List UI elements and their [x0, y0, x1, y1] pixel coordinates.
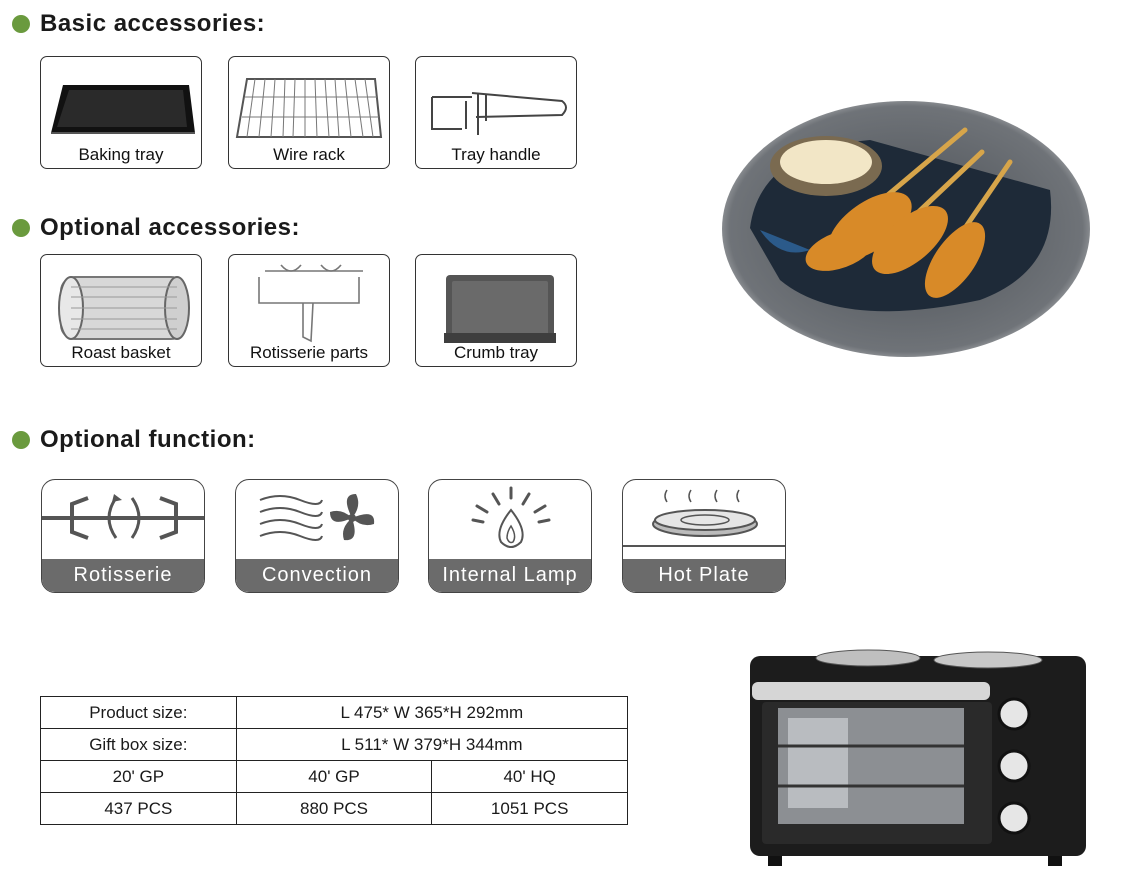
- function-card-rotisserie: Rotisserie: [41, 479, 205, 593]
- accessory-card-roast-basket: Roast basket: [40, 254, 202, 367]
- table-row: Product size: L 475* W 365*H 292mm: [40, 696, 629, 729]
- function-card-internal-lamp: Internal Lamp: [428, 479, 592, 593]
- lamp-flame-icon: [471, 486, 551, 548]
- accessory-label: Baking tray: [78, 145, 164, 164]
- optional-accessories-title: Optional accessories:: [40, 214, 300, 241]
- accessory-label: Tray handle: [451, 145, 541, 164]
- container-header: 40' GP: [235, 760, 433, 793]
- quantity-cell: 1051 PCS: [431, 792, 628, 825]
- accessory-card-tray-handle: Tray handle: [415, 56, 577, 169]
- product-size-label: Product size:: [40, 696, 237, 729]
- rotisserie-parts-icon: [258, 264, 363, 343]
- convection-fan-icon: [259, 494, 375, 541]
- table-row: 437 PCS 880 PCS 1051 PCS: [40, 792, 628, 825]
- function-card-convection: Convection: [235, 479, 399, 593]
- container-header: 40' HQ: [431, 760, 628, 793]
- hot-plate-icon: [623, 489, 785, 547]
- function-label: Internal Lamp: [429, 559, 591, 592]
- optional-function-title: Optional function:: [40, 426, 256, 453]
- accessory-label: Rotisserie parts: [249, 343, 369, 362]
- optional-function-heading: Optional function:: [12, 426, 256, 454]
- function-label: Hot Plate: [623, 559, 785, 592]
- accessory-label: Wire rack: [273, 145, 345, 164]
- bullet-dot: [12, 219, 30, 237]
- food-photo: [720, 100, 1092, 358]
- accessory-card-wire-rack: Wire rack: [228, 56, 390, 169]
- oven-photo: [748, 646, 1088, 878]
- accessory-card-rotisserie-parts: Rotisserie parts: [228, 254, 390, 367]
- roast-basket-icon: [58, 276, 190, 340]
- function-label: Convection: [236, 559, 398, 592]
- gift-box-size-value: L 511* W 379*H 344mm: [235, 728, 629, 761]
- accessory-label: Crumb tray: [453, 343, 539, 362]
- accessory-card-crumb-tray: Crumb tray: [415, 254, 577, 367]
- crumb-tray-icon: [444, 275, 556, 343]
- accessory-label: Roast basket: [71, 343, 171, 362]
- basic-accessories-title: Basic accessories:: [40, 10, 266, 37]
- tray-handle-icon: [431, 92, 567, 135]
- product-size-value: L 475* W 365*H 292mm: [235, 696, 629, 729]
- bullet-dot: [12, 431, 30, 449]
- bullet-dot: [12, 15, 30, 33]
- wire-rack-icon: [235, 78, 383, 138]
- basic-accessories-heading: Basic accessories:: [12, 10, 265, 38]
- baking-tray-icon: [51, 85, 195, 134]
- rotisserie-icon: [42, 494, 204, 540]
- quantity-cell: 880 PCS: [235, 792, 433, 825]
- table-row: 20' GP 40' GP 40' HQ: [40, 760, 628, 793]
- optional-accessories-heading: Optional accessories:: [12, 214, 300, 242]
- function-label: Rotisserie: [42, 559, 204, 592]
- function-card-hot-plate: Hot Plate: [622, 479, 786, 593]
- quantity-cell: 437 PCS: [40, 792, 237, 825]
- food-plate-illustration: [722, 101, 1090, 357]
- toaster-oven-illustration: [750, 649, 1086, 866]
- table-row: Gift box size: L 511* W 379*H 344mm: [40, 728, 629, 761]
- spec-table: Product size: L 475* W 365*H 292mm Gift …: [40, 696, 629, 825]
- accessory-card-baking-tray: Baking tray: [40, 56, 202, 169]
- container-header: 20' GP: [40, 760, 237, 793]
- gift-box-size-label: Gift box size:: [40, 728, 237, 761]
